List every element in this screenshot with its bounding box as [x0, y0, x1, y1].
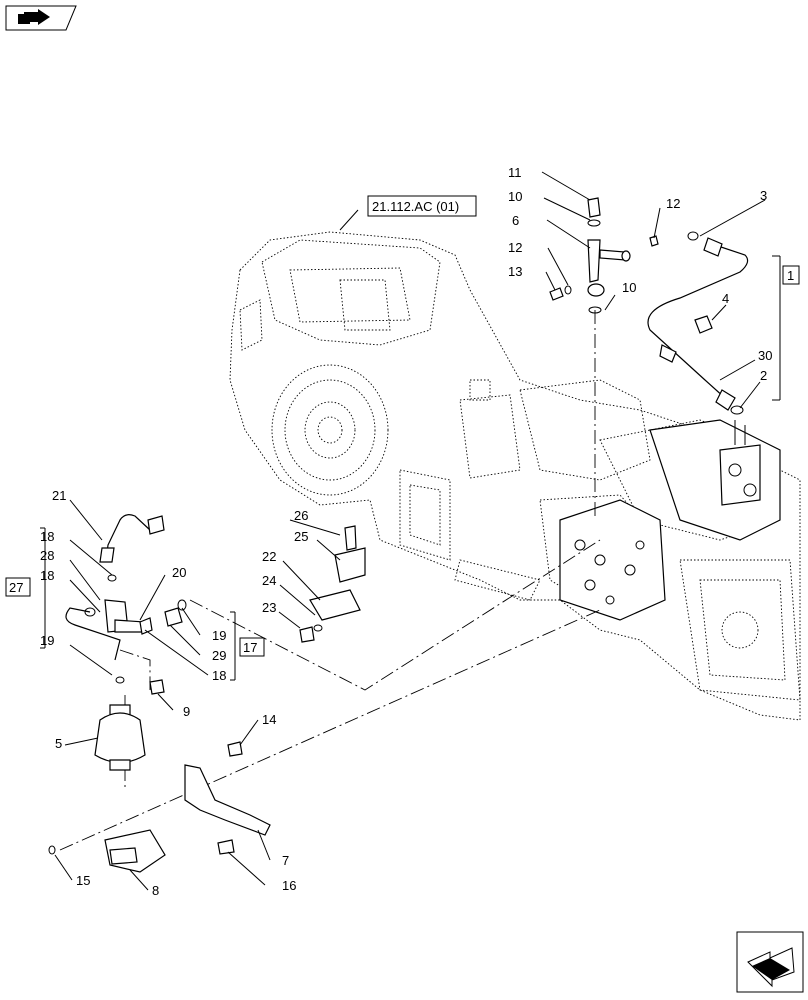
callout-8: 8	[152, 883, 159, 898]
callout-19-right: 19	[212, 628, 226, 643]
group-label-27: 27	[9, 580, 23, 595]
callout-7: 7	[282, 853, 289, 868]
callout-3: 3	[760, 188, 767, 203]
callout-20: 20	[172, 565, 186, 580]
group-label-17: 17	[243, 640, 257, 655]
callout-12-right: 12	[666, 196, 680, 211]
callout-19-left: 19	[40, 633, 54, 648]
callout-labels: 11 10 6 12 13 10 12 3 4 30 2 26 25 22 24…	[40, 165, 772, 898]
reference-label: 21.112.AC (01)	[372, 199, 459, 214]
callout-22: 22	[262, 549, 276, 564]
callout-18-b: 18	[40, 568, 54, 583]
callout-18-a: 18	[40, 529, 54, 544]
nut-9	[149, 679, 165, 695]
callout-5: 5	[55, 736, 62, 751]
pipe-21	[99, 514, 165, 563]
callout-9: 9	[183, 704, 190, 719]
fitting-stack	[549, 197, 659, 314]
callout-10-top: 10	[508, 189, 522, 204]
group-label-1: 1	[787, 268, 794, 283]
reference-link-box[interactable]: 21.112.AC (01)	[367, 195, 477, 217]
leader-lines	[40, 171, 781, 891]
transmission-housing	[229, 231, 801, 721]
bracket-22-26	[299, 525, 366, 643]
callout-23: 23	[262, 600, 276, 615]
next-page-arrow-icon[interactable]	[736, 931, 804, 993]
callout-15: 15	[76, 873, 90, 888]
callout-30: 30	[758, 348, 772, 363]
callout-21: 21	[52, 488, 66, 503]
callout-24: 24	[262, 573, 276, 588]
callout-2: 2	[760, 368, 767, 383]
book-arrow-icon[interactable]	[5, 5, 77, 31]
accumulator-5	[94, 704, 146, 771]
bracket-7	[184, 741, 271, 855]
callout-18-c: 18	[212, 668, 226, 683]
callout-28: 28	[40, 548, 54, 563]
callout-10-right: 10	[622, 280, 636, 295]
callout-11: 11	[508, 165, 522, 180]
group-box-1: 1	[782, 265, 800, 285]
callout-12-left: 12	[508, 240, 522, 255]
callout-26: 26	[294, 508, 308, 523]
group-box-27: 27	[5, 577, 31, 597]
callout-13: 13	[508, 264, 522, 279]
bracket-8	[48, 829, 166, 873]
callout-4: 4	[722, 291, 729, 306]
callout-29: 29	[212, 648, 226, 663]
callout-25: 25	[294, 529, 308, 544]
pipe-assembly-1	[647, 231, 749, 415]
hose-19-20	[65, 574, 187, 684]
callout-6: 6	[512, 213, 519, 228]
group-box-17: 17	[239, 637, 265, 657]
hydraulic-valve-block	[559, 419, 781, 621]
callout-14: 14	[262, 712, 276, 727]
alignment-lines	[59, 310, 601, 851]
callout-16: 16	[282, 878, 296, 893]
